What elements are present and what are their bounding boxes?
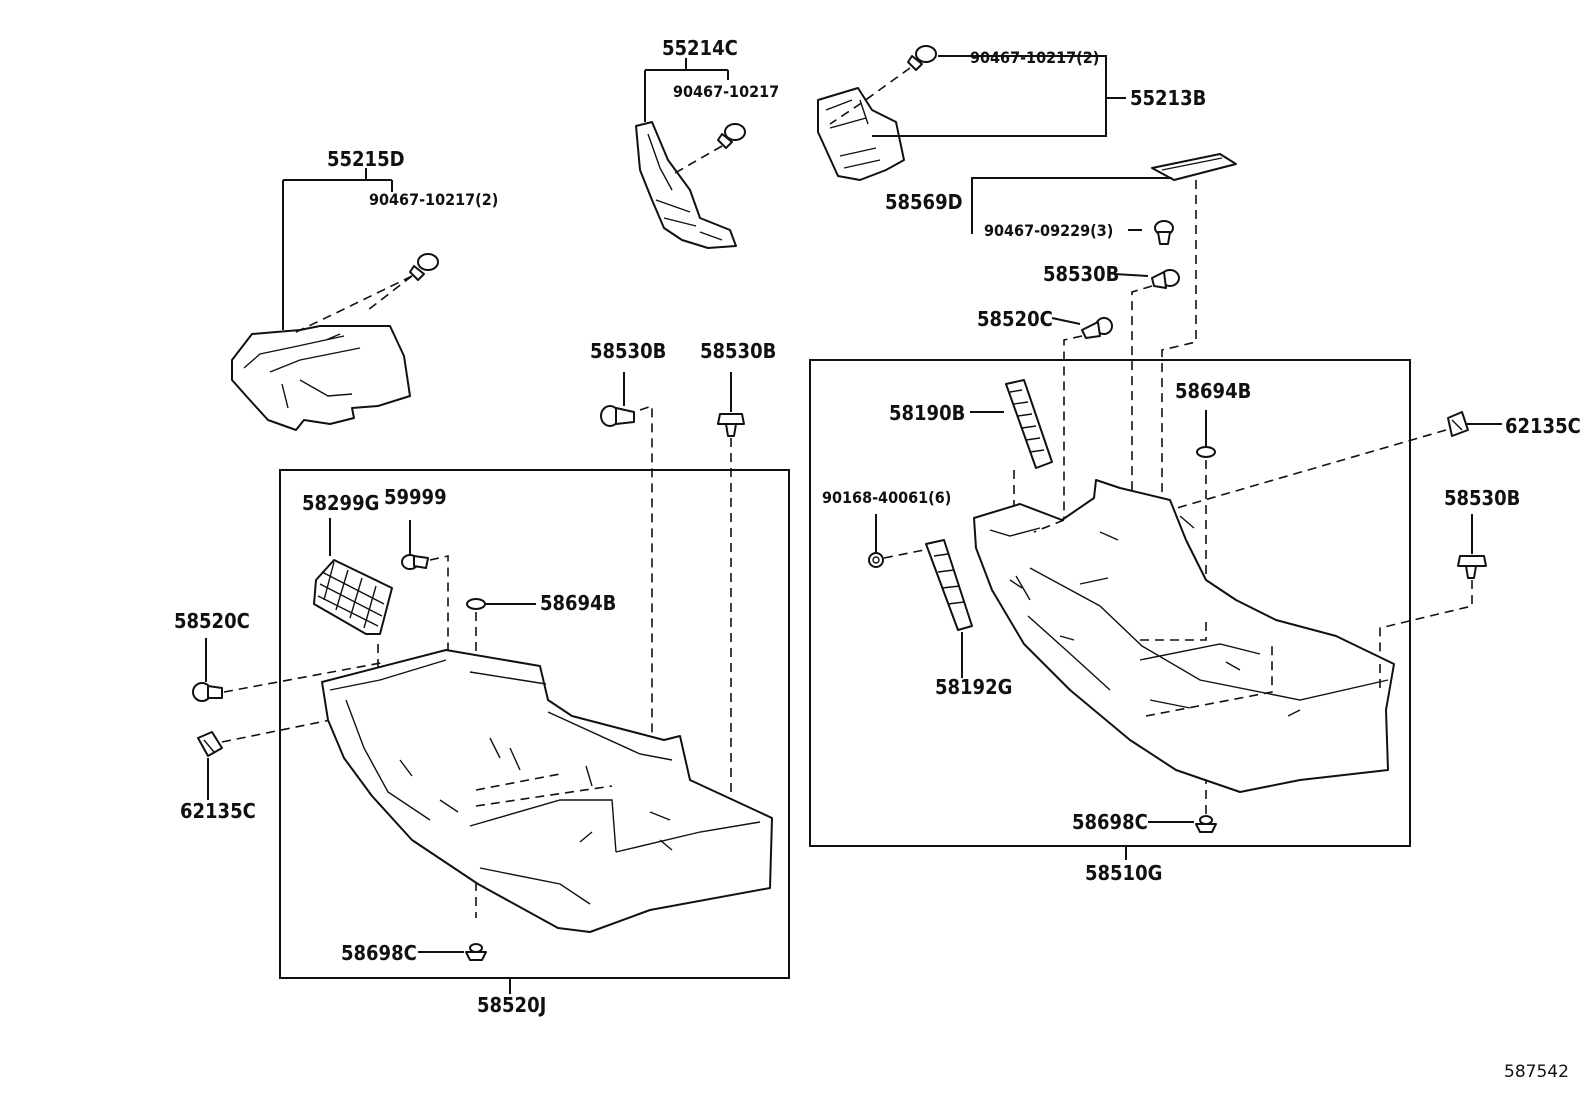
label-58530B-left-a: 58530B [590, 339, 666, 363]
clip-90467-10217-icon [717, 123, 746, 149]
label-62135C-right: 62135C [1505, 414, 1581, 438]
label-90467-10217-2-top: 90467-10217(2) [970, 48, 1099, 67]
nut-90168-40061-6-icon [868, 552, 884, 568]
right-assembly-frame [809, 359, 1411, 847]
bracket-55213B-icon [817, 87, 905, 181]
grille-58299G-icon [313, 559, 393, 635]
nut-58694B-right-icon [1196, 446, 1216, 458]
label-58520C-left: 58520C [174, 609, 250, 633]
label-58698C-left: 58698C [341, 941, 417, 965]
clip-59999-icon [401, 554, 429, 570]
nut-58698C-left-icon [465, 943, 487, 961]
bracket-55215D-icon [231, 325, 411, 431]
label-58190B: 58190B [889, 401, 965, 425]
label-58698C-right: 58698C [1072, 810, 1148, 834]
clip-90467-10217-2-left-icon [409, 253, 439, 281]
grille-58190B-icon [1005, 379, 1053, 469]
bracket-55214C-icon [635, 121, 737, 249]
label-55215D: 55215D [327, 147, 405, 171]
label-90168-40061-6: 90168-40061(6) [822, 488, 951, 507]
label-55214C: 55214C [662, 36, 738, 60]
cover-58569D-icon [1151, 153, 1237, 181]
label-58530B-left-b: 58530B [700, 339, 776, 363]
left-assembly-frame [279, 469, 790, 979]
clip-90467-10217-2-top-icon [907, 45, 937, 71]
label-58530B-right: 58530B [1444, 486, 1520, 510]
clip-58520C-left-icon [192, 682, 223, 702]
label-58192G: 58192G [935, 675, 1012, 699]
label-58569D: 58569D [885, 190, 963, 214]
label-58694B-left: 58694B [540, 591, 616, 615]
label-90467-10217-2-left: 90467-10217(2) [369, 190, 498, 209]
label-90467-09229-3: 90467-09229(3) [984, 221, 1113, 240]
label-58694B-right: 58694B [1175, 379, 1251, 403]
clip-62135C-right-icon [1447, 411, 1469, 437]
nut-58694B-left-icon [466, 598, 486, 610]
label-59999: 59999 [384, 485, 447, 509]
nut-58698C-right-icon [1195, 815, 1217, 833]
label-62135C-left: 62135C [180, 799, 256, 823]
clip-90467-09229-3-icon [1154, 220, 1174, 245]
floor-carpet-58520J-icon [321, 649, 773, 933]
label-55213B: 55213B [1130, 86, 1206, 110]
bracket-58192G-icon [925, 539, 973, 631]
clip-62135C-left-icon [197, 731, 223, 757]
diagram-reference-number: 587542 [1504, 1062, 1569, 1082]
label-90467-10217: 90467-10217 [673, 82, 779, 101]
clip-58520C-upper-icon [1081, 317, 1113, 339]
floor-carpet-58510G-icon [973, 479, 1395, 793]
label-58530B-upper: 58530B [1043, 262, 1119, 286]
label-58510G: 58510G [1085, 861, 1162, 885]
label-58520C-upper: 58520C [977, 307, 1053, 331]
clip-58530B-right-icon [1457, 555, 1487, 579]
clip-58530B-left-a-icon [600, 405, 635, 427]
clip-58530B-left-b-icon [717, 413, 745, 437]
label-58520J: 58520J [477, 993, 546, 1017]
clip-58530B-upper-right-icon [1151, 269, 1180, 289]
label-58299G: 58299G [302, 491, 379, 515]
